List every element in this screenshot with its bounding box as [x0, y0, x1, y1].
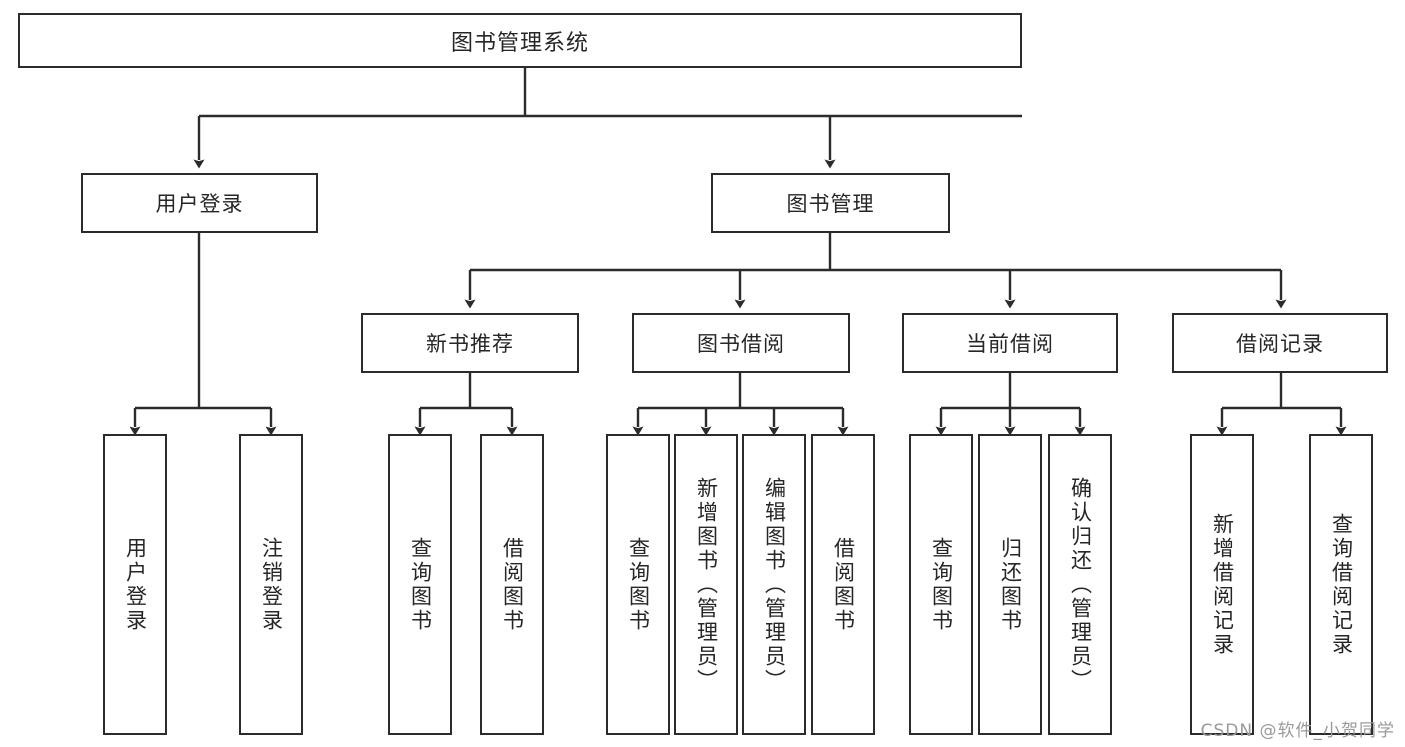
node-label: 新增借阅记录 — [1210, 512, 1235, 657]
node-label: 注销登录 — [259, 536, 284, 633]
leaf-borrow-query-book[interactable]: 查询图书 — [606, 434, 670, 735]
leaf-user-login-logout[interactable]: 注销登录 — [239, 434, 303, 735]
node-book-management[interactable]: 图书管理 — [711, 173, 950, 233]
leaf-borrow-add-book-admin[interactable]: 新增图书（管理员） — [674, 434, 738, 735]
leaf-borrow-edit-book-admin[interactable]: 编辑图书（管理员） — [742, 434, 806, 735]
node-user-login[interactable]: 用户登录 — [81, 173, 318, 233]
node-book-borrow[interactable]: 图书借阅 — [632, 313, 850, 373]
leaf-current-query-book[interactable]: 查询图书 — [909, 434, 973, 735]
node-label: 编辑图书（管理员） — [762, 476, 787, 693]
node-label: 图书管理系统 — [450, 30, 589, 56]
leaf-record-query-record[interactable]: 查询借阅记录 — [1309, 434, 1373, 735]
leaf-current-return-book[interactable]: 归还图书 — [978, 434, 1042, 735]
leaf-current-confirm-return-admin[interactable]: 确认归还（管理员） — [1048, 434, 1112, 735]
node-label: 查询图书 — [626, 536, 651, 633]
leaf-user-login-login[interactable]: 用户登录 — [103, 434, 167, 735]
node-label: 查询图书 — [929, 536, 954, 633]
node-label: 当前借阅 — [966, 332, 1054, 356]
node-label: 确认归还（管理员） — [1068, 476, 1093, 693]
leaf-recommend-query-book[interactable]: 查询图书 — [388, 434, 452, 735]
node-new-book-recommend[interactable]: 新书推荐 — [361, 313, 579, 373]
node-label: 借阅图书 — [831, 536, 856, 633]
csdn-watermark: CSDN @软件_小贺同学 — [1200, 721, 1395, 741]
node-label: 新增图书（管理员） — [694, 476, 719, 693]
node-label: 图书管理 — [786, 192, 875, 216]
node-label: 查询图书 — [408, 536, 433, 633]
node-label: 查询借阅记录 — [1329, 512, 1354, 657]
leaf-recommend-borrow-book[interactable]: 借阅图书 — [480, 434, 544, 735]
node-label: 借阅记录 — [1236, 332, 1324, 356]
node-label: 归还图书 — [998, 536, 1023, 633]
leaf-record-add-record[interactable]: 新增借阅记录 — [1190, 434, 1254, 735]
node-label: 用户登录 — [155, 192, 244, 216]
node-root-system[interactable]: 图书管理系统 — [18, 13, 1022, 68]
node-label: 借阅图书 — [500, 536, 525, 633]
node-label: 图书借阅 — [697, 332, 785, 356]
node-label: 新书推荐 — [426, 332, 514, 356]
leaf-borrow-borrow-book[interactable]: 借阅图书 — [811, 434, 875, 735]
node-label: 用户登录 — [123, 536, 148, 633]
node-borrow-record[interactable]: 借阅记录 — [1172, 313, 1388, 373]
node-current-borrow[interactable]: 当前借阅 — [902, 313, 1118, 373]
